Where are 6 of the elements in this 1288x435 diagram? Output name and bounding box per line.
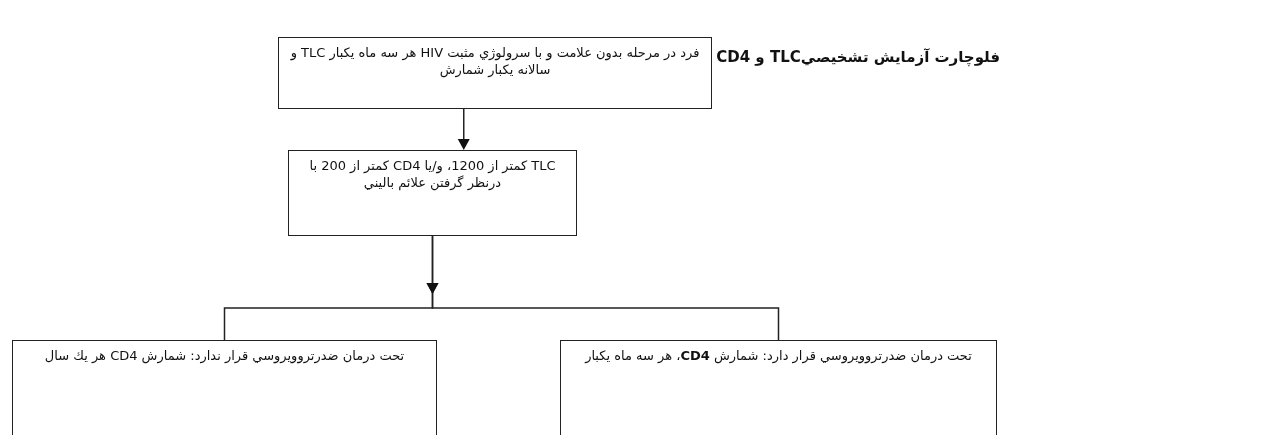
process-box: تحت درمان ضدرتروويروسي قرار ندارد: شمارش CD4 هر يك سال — [12, 340, 437, 435]
process-box: فرد در مرحله بدون علامت و با سرولوژي مثبت HIV هر سه ماه يكبار TLC و سالانه يكبار شمارش — [278, 37, 712, 109]
title: فلوچارت آزمايش تشخيصيTLC و CD4 — [716, 48, 1000, 66]
arrow — [426, 235, 780, 341]
arrow — [457, 108, 470, 150]
process-box: TLC كمتر از 1200، و/يا CD4 كمتر از 200 با درنظر گرفتن علائم باليني — [288, 150, 577, 236]
